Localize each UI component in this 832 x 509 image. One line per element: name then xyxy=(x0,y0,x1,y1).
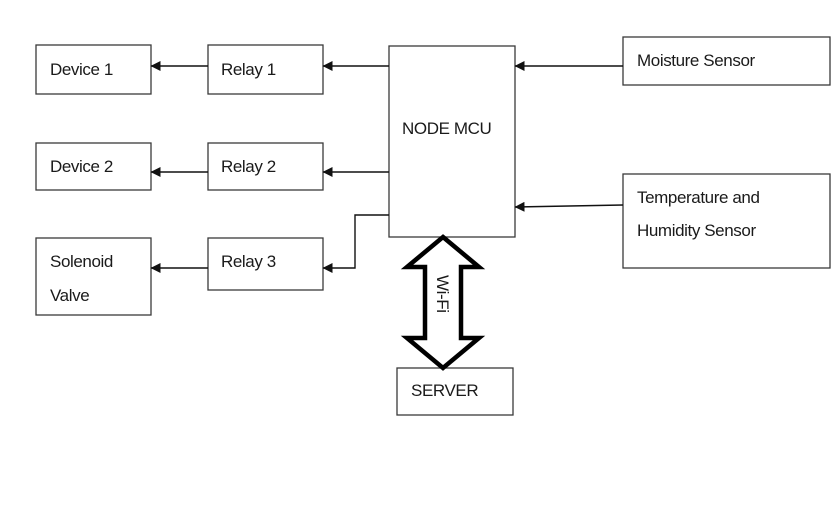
temphum-to-nodemcu-arrow xyxy=(514,201,624,212)
device1-label: Device 1 xyxy=(50,60,113,79)
solenoid-valve-block: Solenoid Valve xyxy=(35,237,152,316)
relay1-block: Relay 1 xyxy=(207,44,324,95)
wifi-label: Wi-Fi xyxy=(433,275,452,313)
temperature-humidity-label-line2: Humidity Sensor xyxy=(637,221,756,240)
moisture-sensor-block: Moisture Sensor xyxy=(622,36,831,86)
server-label: SERVER xyxy=(411,381,478,400)
relay1-label: Relay 1 xyxy=(221,60,276,79)
nodemcu-block: NODE MCU xyxy=(388,45,516,238)
temperature-humidity-sensor-block: Temperature and Humidity Sensor xyxy=(622,173,831,269)
device2-label: Device 2 xyxy=(50,157,113,176)
solenoid-valve-label-line1: Solenoid xyxy=(50,252,113,271)
wifi-double-arrow xyxy=(400,234,486,371)
temperature-humidity-label-line1: Temperature and xyxy=(637,188,760,207)
nodemcu-label: NODE MCU xyxy=(402,119,491,138)
solenoid-valve-label-line2: Valve xyxy=(50,286,89,305)
device2-block: Device 2 xyxy=(35,142,152,191)
moisture-sensor-label: Moisture Sensor xyxy=(637,51,756,70)
server-block: SERVER xyxy=(396,367,514,416)
relay2-block: Relay 2 xyxy=(207,142,324,191)
relay3-block: Relay 3 xyxy=(207,237,324,291)
device1-block: Device 1 xyxy=(35,44,152,95)
nodemcu-to-relay3-arrow xyxy=(322,214,389,273)
relay2-label: Relay 2 xyxy=(221,157,276,176)
relay3-label: Relay 3 xyxy=(221,252,276,271)
